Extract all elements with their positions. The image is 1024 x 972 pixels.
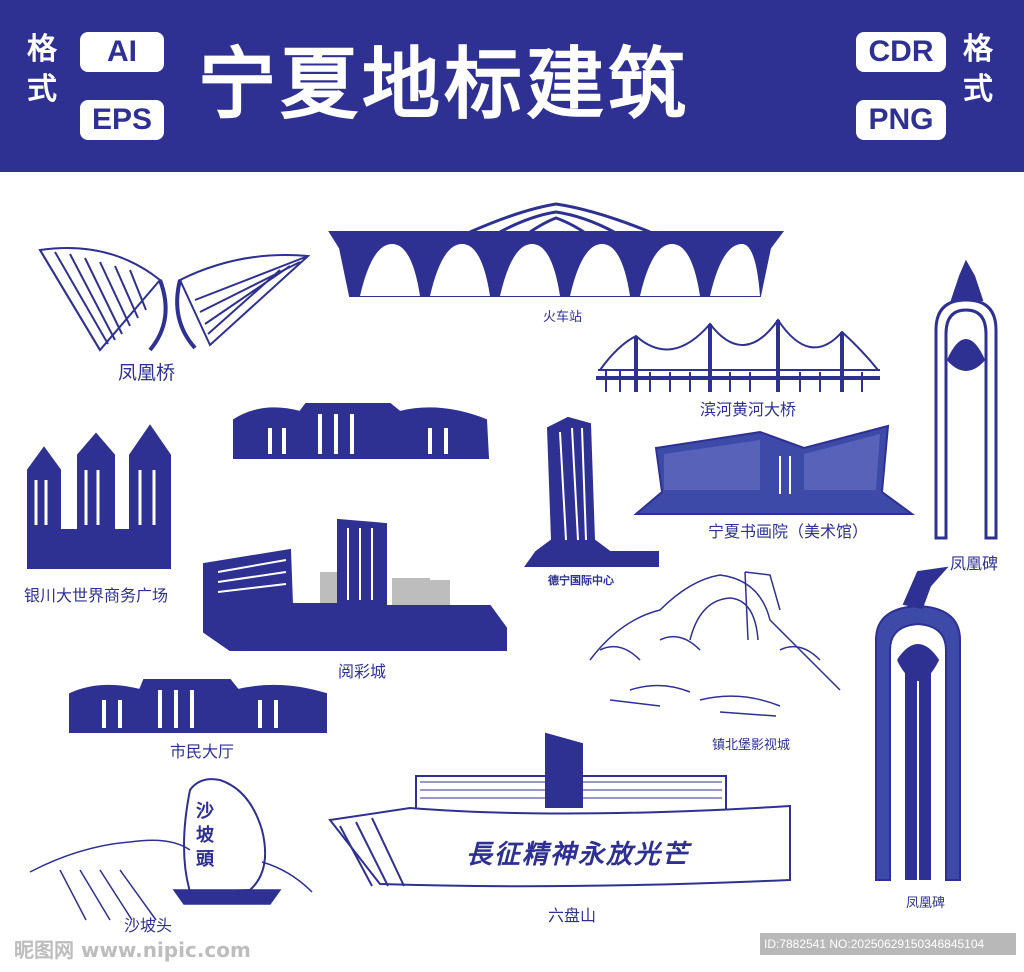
shapotou-rock-text: 沙坡頭	[196, 801, 214, 870]
culture-building-drawing	[233, 403, 490, 459]
zhenbeibao-drawing	[589, 571, 841, 717]
phoenix-bridge-drawing	[38, 247, 311, 352]
label-yuecai-city: 阅彩城	[338, 662, 387, 681]
label-zhenbeibao: 镇北堡影视城	[712, 738, 791, 753]
format-label-right: 格式	[963, 32, 993, 107]
landmark-illustrations	[27, 202, 998, 921]
phoenix-monument-1-drawing	[934, 259, 998, 540]
site-watermark: 昵图网 www.nipic.com	[14, 938, 251, 962]
yinchuan-plaza-drawing	[27, 424, 171, 569]
label-citizen-hall: 市民大厅	[170, 742, 235, 761]
binhe-bridge-drawing	[596, 318, 880, 392]
label-yinchuan-plaza: 银川大世界商务广场	[24, 586, 169, 605]
liupanshan-drawing	[328, 732, 791, 888]
id-watermark: ID:7882541 NO:20250629150346845104	[760, 933, 1016, 955]
label-binhe-bridge: 滨河黄河大桥	[700, 400, 797, 419]
label-phoenix-monument-1: 凤凰碑	[950, 554, 999, 573]
citizen-hall-drawing	[69, 679, 327, 733]
label-phoenix-bridge: 凤凰桥	[118, 362, 176, 384]
format-tag-eps: EPS	[80, 100, 164, 140]
page-title: 宁夏地标建筑	[198, 40, 691, 130]
label-shapotou: 沙坡头	[124, 916, 173, 935]
yuecai-city-drawing	[203, 518, 507, 651]
calligraphy-academy-drawing	[633, 424, 916, 515]
label-liupanshan: 六盘山	[548, 906, 597, 925]
dening-center-drawing	[524, 416, 659, 567]
format-label-left: 格式	[27, 32, 57, 107]
liupanshan-slogan: 長征精神永放光芒	[466, 840, 691, 870]
format-tag-ai: AI	[80, 32, 164, 72]
phoenix-monument-2-drawing	[875, 566, 961, 881]
header-banner	[0, 0, 1024, 172]
format-tag-cdr: CDR	[856, 32, 946, 72]
format-tag-png: PNG	[856, 100, 946, 140]
label-phoenix-monument-2: 凤凰碑	[906, 896, 946, 911]
label-train-station: 火车站	[543, 310, 583, 325]
shapotou-drawing	[29, 778, 313, 921]
label-calligraphy-academy: 宁夏书画院（美术馆）	[708, 522, 869, 541]
label-dening-center: 德宁国际中心	[548, 574, 614, 587]
train-station-drawing	[328, 202, 784, 297]
